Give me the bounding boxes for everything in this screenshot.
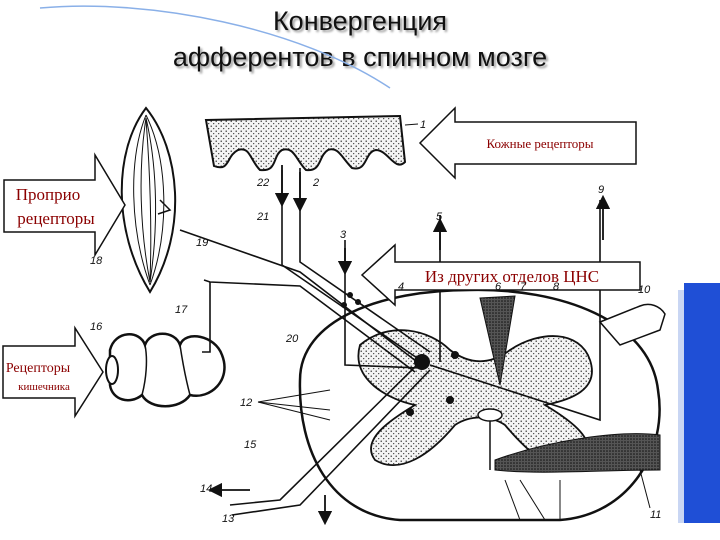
label-19: 19 (196, 237, 208, 249)
neuron-cell-bodies (341, 292, 459, 416)
gut-label-line-1: Рецепторы (6, 361, 71, 376)
label-1: 1 (420, 119, 426, 131)
accent-bar-shadow (678, 290, 684, 523)
gut-label-line-2: кишечника (18, 381, 70, 393)
label-14: 14 (200, 483, 212, 495)
slide-title-line-1: Конвергенция (272, 6, 448, 36)
muscle-icon (120, 106, 177, 294)
label-4: 4 (398, 281, 404, 293)
proprio-label-line-1: Проприо (16, 185, 80, 204)
label-17: 17 (175, 304, 188, 316)
label-16: 16 (90, 321, 103, 333)
label-18: 18 (90, 255, 103, 267)
proprio-label-line-2: рецепторы (17, 209, 95, 228)
pathway-arrows (207, 165, 611, 526)
intestine-icon (105, 332, 226, 408)
label-10: 10 (638, 284, 651, 296)
label-11: 11 (650, 509, 661, 521)
skin-fragment (204, 114, 407, 172)
label-22: 22 (256, 177, 269, 189)
label-8: 8 (553, 281, 560, 293)
accent-bar (684, 283, 720, 523)
skin-receptors-label: Кожные рецепторы (486, 136, 593, 151)
label-20: 20 (285, 333, 299, 345)
leader-lines (257, 123, 651, 521)
label-7: 7 (520, 281, 527, 293)
label-2: 2 (312, 177, 319, 189)
cns-label: Из других отделов ЦНС (425, 267, 599, 286)
label-13: 13 (222, 513, 235, 525)
decorative-curve (39, 5, 391, 89)
proprio-receptors-callout: Проприо рецепторы (3, 152, 126, 258)
label-21: 21 (256, 211, 269, 223)
label-5: 5 (436, 211, 443, 223)
label-12: 12 (240, 397, 252, 409)
skin-receptors-callout: Кожные рецепторы (418, 106, 637, 180)
label-6: 6 (495, 281, 502, 293)
label-15: 15 (244, 439, 257, 451)
label-3: 3 (340, 229, 347, 241)
gut-receptors-callout: Рецепторы кишечника (2, 325, 104, 419)
slide-title-line-2: афферентов в спинном мозге (172, 42, 548, 72)
cns-callout: Из других отделов ЦНС (360, 243, 641, 307)
spinal-cord (298, 288, 666, 522)
label-9: 9 (598, 184, 604, 196)
